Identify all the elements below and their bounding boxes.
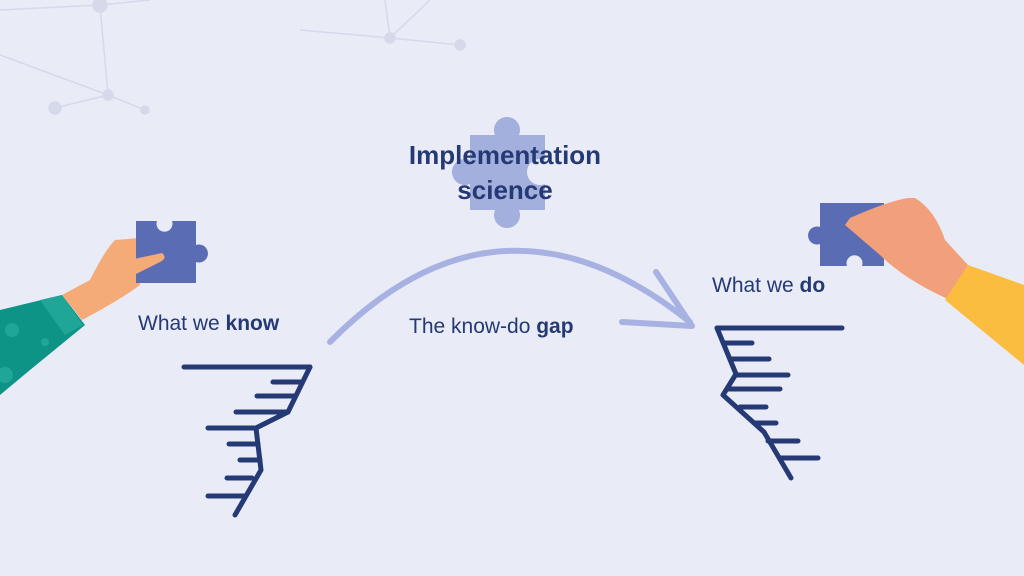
left-puzzle-piece-icon [136,221,208,283]
left-thumb [120,253,165,278]
left-hand [0,238,140,395]
right-cliff [714,325,845,481]
what-we-know-label: What we know [138,312,279,336]
network-decoration [0,0,466,115]
label-prefix: What we [712,274,800,297]
label-prefix: The know-do [409,315,537,338]
center-puzzle-piece-icon [452,117,545,229]
know-do-gap-label: The know-do gap [409,315,574,339]
right-hand [845,197,1024,365]
label-bold: know [225,312,280,335]
label-bold: do [799,274,826,297]
title-line-2: science [457,175,553,205]
left-cliff [181,364,313,518]
implementation-science-title: Implementation science [380,138,630,208]
label-prefix: What we [138,312,226,335]
title-line-1: Implementation [408,140,602,170]
arrowhead-icon [619,269,695,329]
label-bold: gap [536,315,574,338]
gap-arc-arrow [327,247,693,345]
what-we-do-label: What we do [712,274,825,298]
